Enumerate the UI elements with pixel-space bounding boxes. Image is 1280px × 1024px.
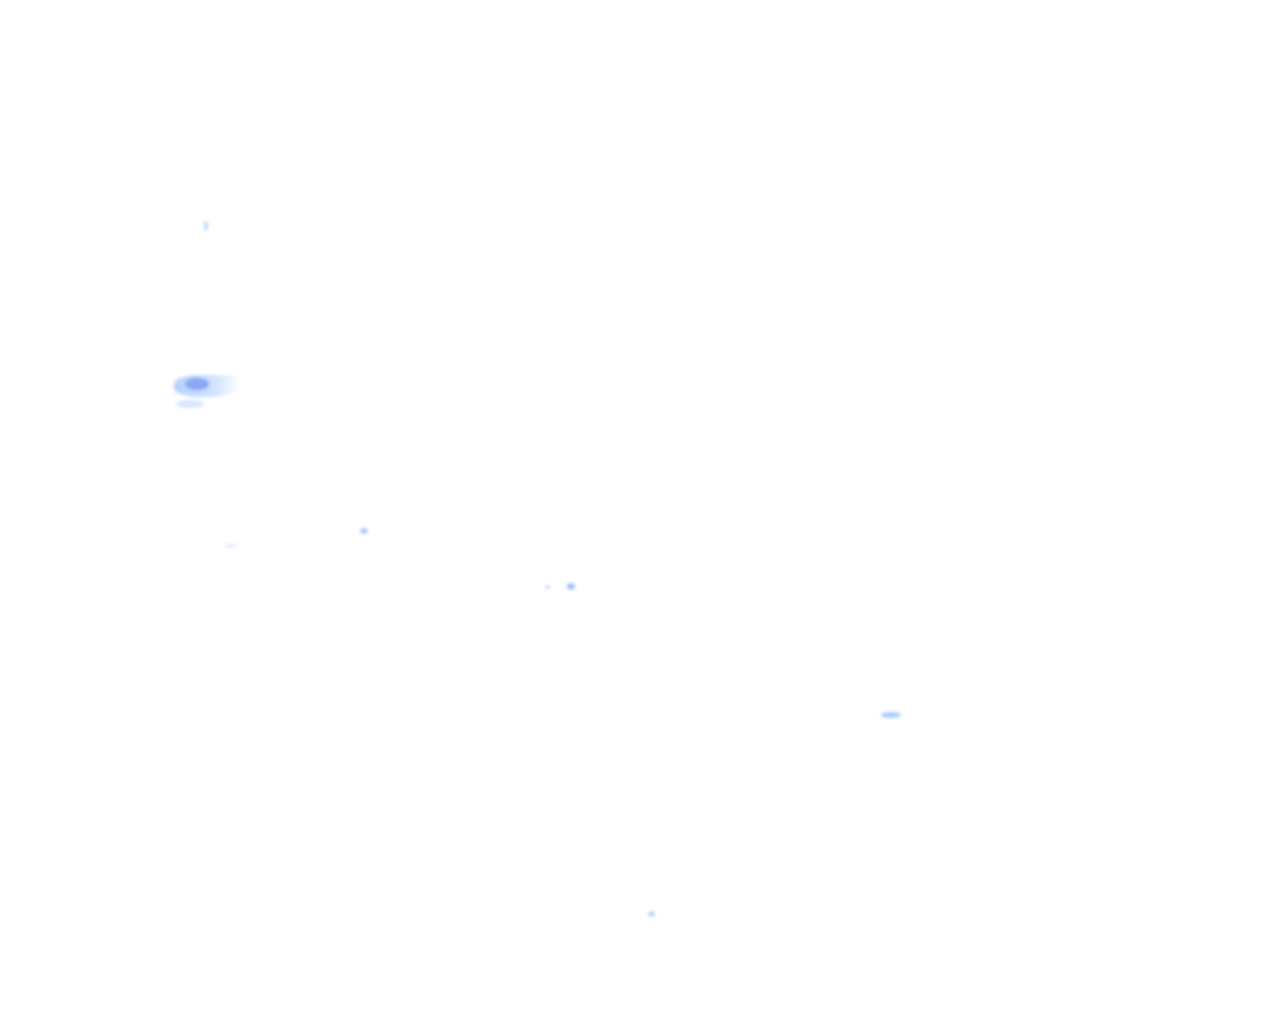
precipitation-cell	[360, 528, 368, 534]
precipitation-cell	[881, 712, 901, 718]
precipitation-cell	[225, 544, 237, 548]
precipitation-core	[185, 378, 209, 390]
precipitation-cell	[204, 221, 208, 231]
precipitation-cell	[648, 911, 655, 917]
precipitation-cell	[567, 583, 575, 590]
precipitation-cell	[176, 400, 204, 408]
precipitation-cell	[545, 585, 550, 589]
